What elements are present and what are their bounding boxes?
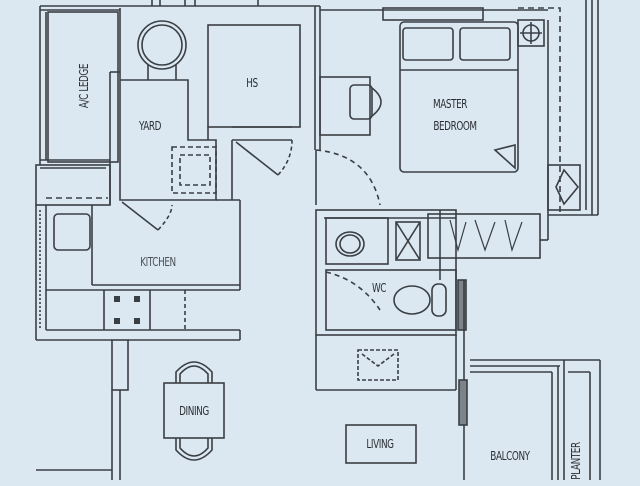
room-label-master-bedroom-line1: MASTER xyxy=(432,97,468,111)
room-label-planter: PLANTER xyxy=(569,442,583,480)
ac-ledge-outline xyxy=(47,11,119,163)
dining-table xyxy=(163,382,225,439)
room-label-dining: DINING xyxy=(179,404,209,418)
room-label-yard: YARD xyxy=(138,119,162,133)
master-bed xyxy=(399,21,519,173)
exterior-walls xyxy=(39,0,599,241)
room-label-wc: WC xyxy=(371,281,387,295)
room-label-kitchen: KITCHEN xyxy=(140,255,176,269)
room-label-ac-ledge: A/C LEDGE xyxy=(77,63,91,109)
room-label-balcony: BALCONY xyxy=(490,449,530,463)
room-label-hs: HS xyxy=(246,76,258,90)
basin-counter xyxy=(325,217,389,265)
hob-icon xyxy=(114,296,140,324)
room-label-master-bedroom-line2: BEDROOM xyxy=(433,119,477,133)
yard-outline xyxy=(119,79,217,201)
room-label-living: LIVING xyxy=(366,437,394,451)
